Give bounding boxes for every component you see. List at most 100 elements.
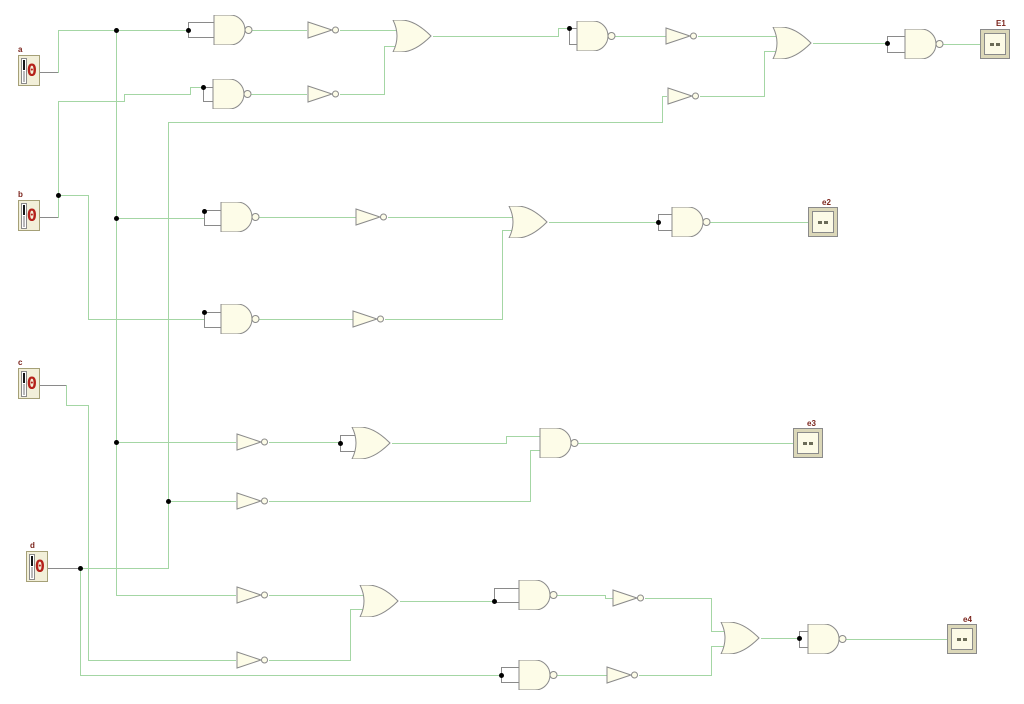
inversion-bubble	[261, 656, 268, 664]
nand-gate[interactable]	[573, 21, 617, 51]
toggle-on-mark	[23, 204, 25, 215]
wire-segment	[761, 638, 800, 639]
wire-segment	[711, 646, 712, 676]
nand-gate[interactable]	[668, 207, 712, 237]
wire-segment	[615, 36, 667, 37]
inversion-bubble	[549, 671, 558, 679]
or-gate[interactable]	[358, 585, 400, 617]
wire-segment	[433, 36, 559, 37]
nand-gate[interactable]	[901, 29, 945, 59]
inversion-bubble	[702, 218, 711, 226]
output-label: E1	[996, 19, 1006, 28]
input-label: b	[18, 190, 23, 199]
wire-segment	[340, 451, 359, 452]
wire-segment	[88, 660, 236, 661]
wire-segment	[88, 195, 89, 320]
nand-gate[interactable]	[210, 15, 254, 45]
toggle-on-mark	[23, 372, 25, 383]
wire-segment	[66, 405, 89, 406]
not-gate[interactable]	[605, 666, 641, 684]
junction-dot	[201, 85, 206, 90]
input-value-display: 0	[34, 556, 45, 577]
not-gate[interactable]	[235, 433, 271, 451]
nand-gate[interactable]	[515, 660, 559, 690]
wire-segment	[558, 28, 570, 29]
wire-segment	[204, 210, 205, 226]
not-gate[interactable]	[235, 651, 271, 669]
toggle-off-mark	[23, 384, 25, 395]
junction-dot	[114, 28, 119, 33]
wire-segment	[645, 598, 712, 599]
wire-segment	[711, 631, 726, 632]
wire-segment	[88, 405, 89, 661]
output-indicator-e2[interactable]	[808, 207, 838, 237]
input-label: a	[18, 45, 23, 54]
inversion-bubble	[838, 635, 847, 643]
input-label: d	[30, 541, 35, 550]
nand-gate[interactable]	[804, 624, 848, 654]
nand-gate[interactable]	[209, 79, 253, 109]
output-indicator-E1[interactable]	[980, 29, 1010, 59]
inversion-bubble	[332, 26, 339, 34]
wire-segment	[846, 639, 948, 640]
junction-dot	[78, 566, 83, 571]
not-gate[interactable]	[666, 87, 702, 105]
not-gate[interactable]	[354, 208, 390, 226]
junction-dot	[56, 193, 61, 198]
or-gate[interactable]	[391, 20, 433, 52]
wire-segment	[58, 30, 189, 31]
output-indicator-face	[951, 628, 973, 650]
indicator-mark	[803, 441, 807, 445]
output-indicator-face	[984, 33, 1006, 55]
not-gate[interactable]	[351, 310, 387, 328]
nand-gate[interactable]	[536, 428, 580, 458]
or-gate[interactable]	[771, 27, 813, 59]
wire-segment	[58, 101, 59, 218]
not-gate[interactable]	[664, 27, 700, 45]
wire-segment	[502, 230, 503, 320]
wire-segment	[58, 195, 89, 196]
or-gate[interactable]	[719, 622, 761, 654]
input-toggle-c[interactable]: 0	[18, 368, 40, 399]
wire-segment	[662, 96, 663, 123]
wire-segment	[494, 588, 521, 589]
output-indicator-face	[797, 432, 819, 454]
not-gate[interactable]	[235, 492, 271, 510]
nand-gate[interactable]	[217, 202, 261, 232]
wire-segment	[350, 609, 351, 661]
input-toggle-a[interactable]: 0	[18, 55, 40, 86]
toggle-switch[interactable]	[21, 202, 27, 229]
toggle-switch[interactable]	[21, 370, 27, 397]
wire-segment	[400, 601, 495, 602]
not-gate[interactable]	[235, 586, 271, 604]
wire-segment	[116, 218, 205, 219]
wire-segment	[605, 598, 614, 599]
wire-segment	[506, 436, 507, 444]
input-toggle-d[interactable]: 0	[26, 551, 48, 582]
wire-segment	[116, 595, 236, 596]
not-gate[interactable]	[306, 85, 342, 103]
wire-segment	[269, 660, 351, 661]
not-gate[interactable]	[306, 21, 342, 39]
not-gate[interactable]	[611, 589, 647, 607]
wire-segment	[388, 217, 517, 218]
nand-gate[interactable]	[515, 580, 559, 610]
output-indicator-e3[interactable]	[793, 428, 823, 458]
wire-segment	[203, 101, 215, 102]
wire-segment	[40, 385, 67, 386]
input-value-display: 0	[26, 373, 37, 394]
indicator-mark	[990, 42, 994, 46]
toggle-switch[interactable]	[21, 57, 27, 84]
output-indicator-e4[interactable]	[947, 624, 977, 654]
input-toggle-b[interactable]: 0	[18, 200, 40, 231]
nand-gate[interactable]	[217, 304, 261, 334]
or-gate[interactable]	[507, 206, 549, 238]
indicator-mark	[963, 637, 967, 641]
wire-segment	[66, 385, 67, 406]
junction-dot	[114, 216, 119, 221]
or-gate[interactable]	[350, 427, 392, 459]
wire-segment	[698, 36, 783, 37]
indicator-mark	[818, 220, 822, 224]
toggle-switch[interactable]	[29, 553, 35, 580]
